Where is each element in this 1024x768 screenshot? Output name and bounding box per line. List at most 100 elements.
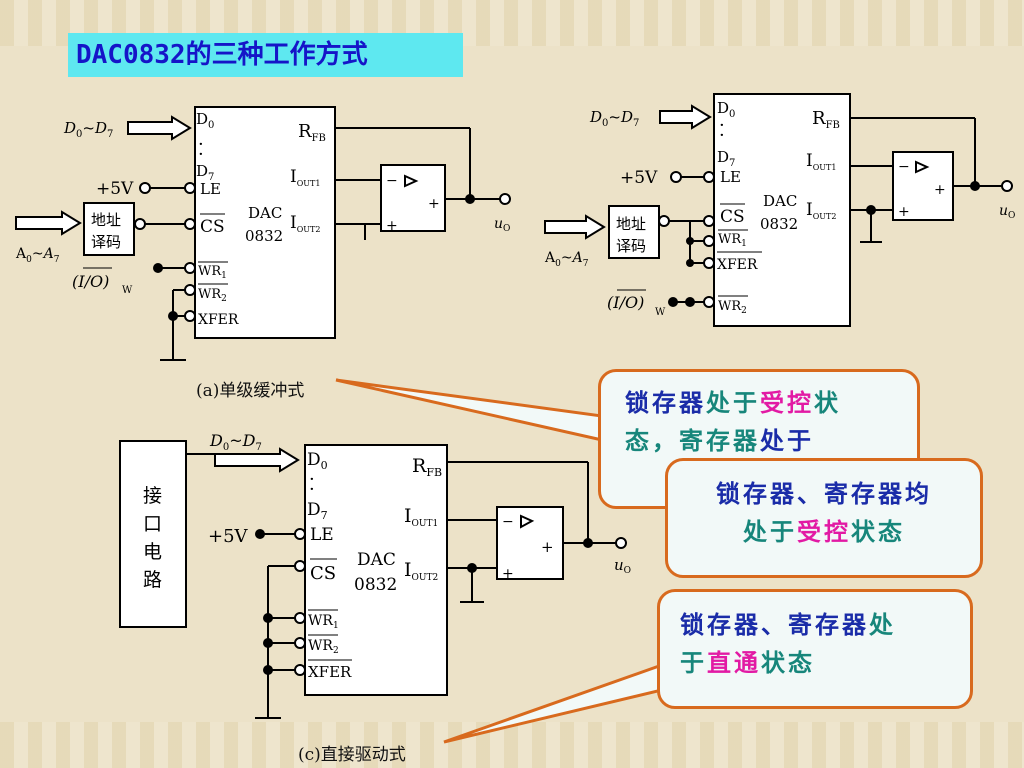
callout-direct-drive: 锁存器、寄存器处 于直通状态 xyxy=(657,589,973,709)
svg-text:·: · xyxy=(719,115,725,136)
opamp-a xyxy=(380,164,446,232)
dac-chip-b xyxy=(713,93,851,327)
svg-text:IOUT2: IOUT2 xyxy=(290,213,320,234)
svg-text:电: 电 xyxy=(143,541,162,563)
interface-circuit-box xyxy=(119,440,187,628)
plus5v-terminal-a xyxy=(139,182,151,194)
callout-double-buffer: 锁存器、寄存器均 处于受控状态 xyxy=(665,458,983,578)
diagram-c-direct-drive: 接 口 电 路 D0 · · D7 LE CS WR1 WR2 XFER DAC… xyxy=(119,431,631,719)
diagram-b-double-buffer: D0 · · D7 LE CS WR1 XFER WR2 DAC 0832 RF… xyxy=(544,93,1015,327)
svg-text:+: + xyxy=(502,566,514,582)
svg-text:CS: CS xyxy=(200,217,225,237)
data-bus-arrow-a xyxy=(127,115,192,141)
caption-c: (c)直接驱动式 xyxy=(298,745,406,765)
address-arrow-b xyxy=(544,214,606,240)
svg-text:CS: CS xyxy=(720,207,745,227)
svg-text:IOUT2: IOUT2 xyxy=(806,200,836,221)
svg-text:·: · xyxy=(198,144,204,165)
svg-text:·: · xyxy=(309,479,315,500)
svg-text:+: + xyxy=(428,196,440,212)
svg-text:+: + xyxy=(898,204,910,220)
svg-text:译码: 译码 xyxy=(91,233,121,251)
svg-text:+: + xyxy=(386,218,398,234)
svg-text:XFER: XFER xyxy=(198,312,239,328)
svg-text:WR2: WR2 xyxy=(718,299,747,316)
svg-text:RFB: RFB xyxy=(812,108,840,131)
address-arrow-a xyxy=(15,210,82,236)
svg-text:+: + xyxy=(934,182,946,198)
dac-chip-c xyxy=(304,444,448,696)
svg-text:−: − xyxy=(898,159,910,175)
svg-text:接: 接 xyxy=(143,485,162,507)
svg-text:D0~D7: D0~D7 xyxy=(209,431,262,453)
opamp-b xyxy=(892,151,954,221)
diagram-a-single-buffer: D0 · · D7 LE CS WR1 WR2 XFER DAC 0832 RF… xyxy=(15,106,511,361)
svg-text:D7: D7 xyxy=(196,162,214,183)
svg-text:WR1: WR1 xyxy=(718,232,747,249)
svg-text:IOUT2: IOUT2 xyxy=(404,559,438,583)
svg-text:LE: LE xyxy=(720,168,741,186)
svg-text:uO: uO xyxy=(614,556,631,576)
svg-text:IOUT1: IOUT1 xyxy=(806,151,836,172)
data-bus-arrow-c xyxy=(214,447,300,473)
svg-text:CS: CS xyxy=(310,563,336,584)
dac-chip-a xyxy=(194,106,336,339)
svg-text:·: · xyxy=(719,125,725,146)
svg-text:路: 路 xyxy=(143,569,162,591)
svg-text:+5V: +5V xyxy=(96,179,134,199)
svg-text:D0: D0 xyxy=(717,99,735,120)
svg-text:地址: 地址 xyxy=(616,215,646,233)
svg-text:译码: 译码 xyxy=(616,237,646,255)
svg-text:WR2: WR2 xyxy=(198,287,227,304)
svg-text:WR1: WR1 xyxy=(198,264,227,281)
svg-text:RFB: RFB xyxy=(412,455,442,479)
svg-text:W: W xyxy=(655,307,666,318)
svg-text:WR2: WR2 xyxy=(308,638,339,656)
svg-text:(I/O): (I/O) xyxy=(72,272,109,291)
svg-text:D0: D0 xyxy=(307,450,328,472)
svg-text:WR1: WR1 xyxy=(308,613,339,631)
svg-text:地址: 地址 xyxy=(91,211,121,229)
page-title: DAC0832的三种工作方式 xyxy=(68,33,463,77)
bottom-border-pattern xyxy=(0,722,1024,768)
svg-text:DAC: DAC xyxy=(248,204,282,222)
svg-text:+5V: +5V xyxy=(620,168,658,188)
svg-text:0832: 0832 xyxy=(245,227,283,245)
svg-text:DAC: DAC xyxy=(763,192,797,210)
svg-text:D0~D7: D0~D7 xyxy=(63,119,113,140)
svg-text:XFER: XFER xyxy=(308,663,352,681)
svg-text:uO: uO xyxy=(494,216,510,234)
svg-text:LE: LE xyxy=(200,180,221,198)
svg-text:XFER: XFER xyxy=(717,257,758,273)
address-decoder-a xyxy=(83,202,135,256)
svg-text:IOUT1: IOUT1 xyxy=(290,167,320,188)
svg-text:D0~D7: D0~D7 xyxy=(589,108,639,129)
svg-text:D7: D7 xyxy=(307,500,328,522)
svg-text:A0~A7: A0~A7 xyxy=(544,250,589,269)
svg-text:+: + xyxy=(541,538,554,556)
callout-pointer-a xyxy=(335,378,604,442)
svg-text:0832: 0832 xyxy=(354,575,397,595)
svg-text:−: − xyxy=(386,173,398,189)
svg-text:0832: 0832 xyxy=(760,215,798,233)
svg-text:·: · xyxy=(309,469,315,490)
svg-text:D7: D7 xyxy=(717,148,735,169)
svg-text:LE: LE xyxy=(310,525,334,545)
callout-pointer-c xyxy=(443,662,664,744)
svg-text:+5V: +5V xyxy=(208,526,249,547)
svg-text:−: − xyxy=(502,514,514,530)
svg-text:DAC: DAC xyxy=(357,550,396,570)
svg-text:A0~A7: A0~A7 xyxy=(15,246,60,265)
data-bus-arrow-b xyxy=(659,104,712,130)
svg-text:口: 口 xyxy=(143,513,162,535)
svg-text:uO: uO xyxy=(999,203,1015,221)
svg-text:·: · xyxy=(198,134,204,155)
svg-text:IOUT1: IOUT1 xyxy=(404,505,438,529)
svg-text:D0: D0 xyxy=(196,110,214,131)
svg-text:(I/O): (I/O) xyxy=(607,293,644,312)
caption-a: (a)单级缓冲式 xyxy=(196,381,305,401)
svg-text:W: W xyxy=(122,285,133,296)
svg-text:RFB: RFB xyxy=(298,121,326,144)
address-decoder-b xyxy=(608,205,660,259)
